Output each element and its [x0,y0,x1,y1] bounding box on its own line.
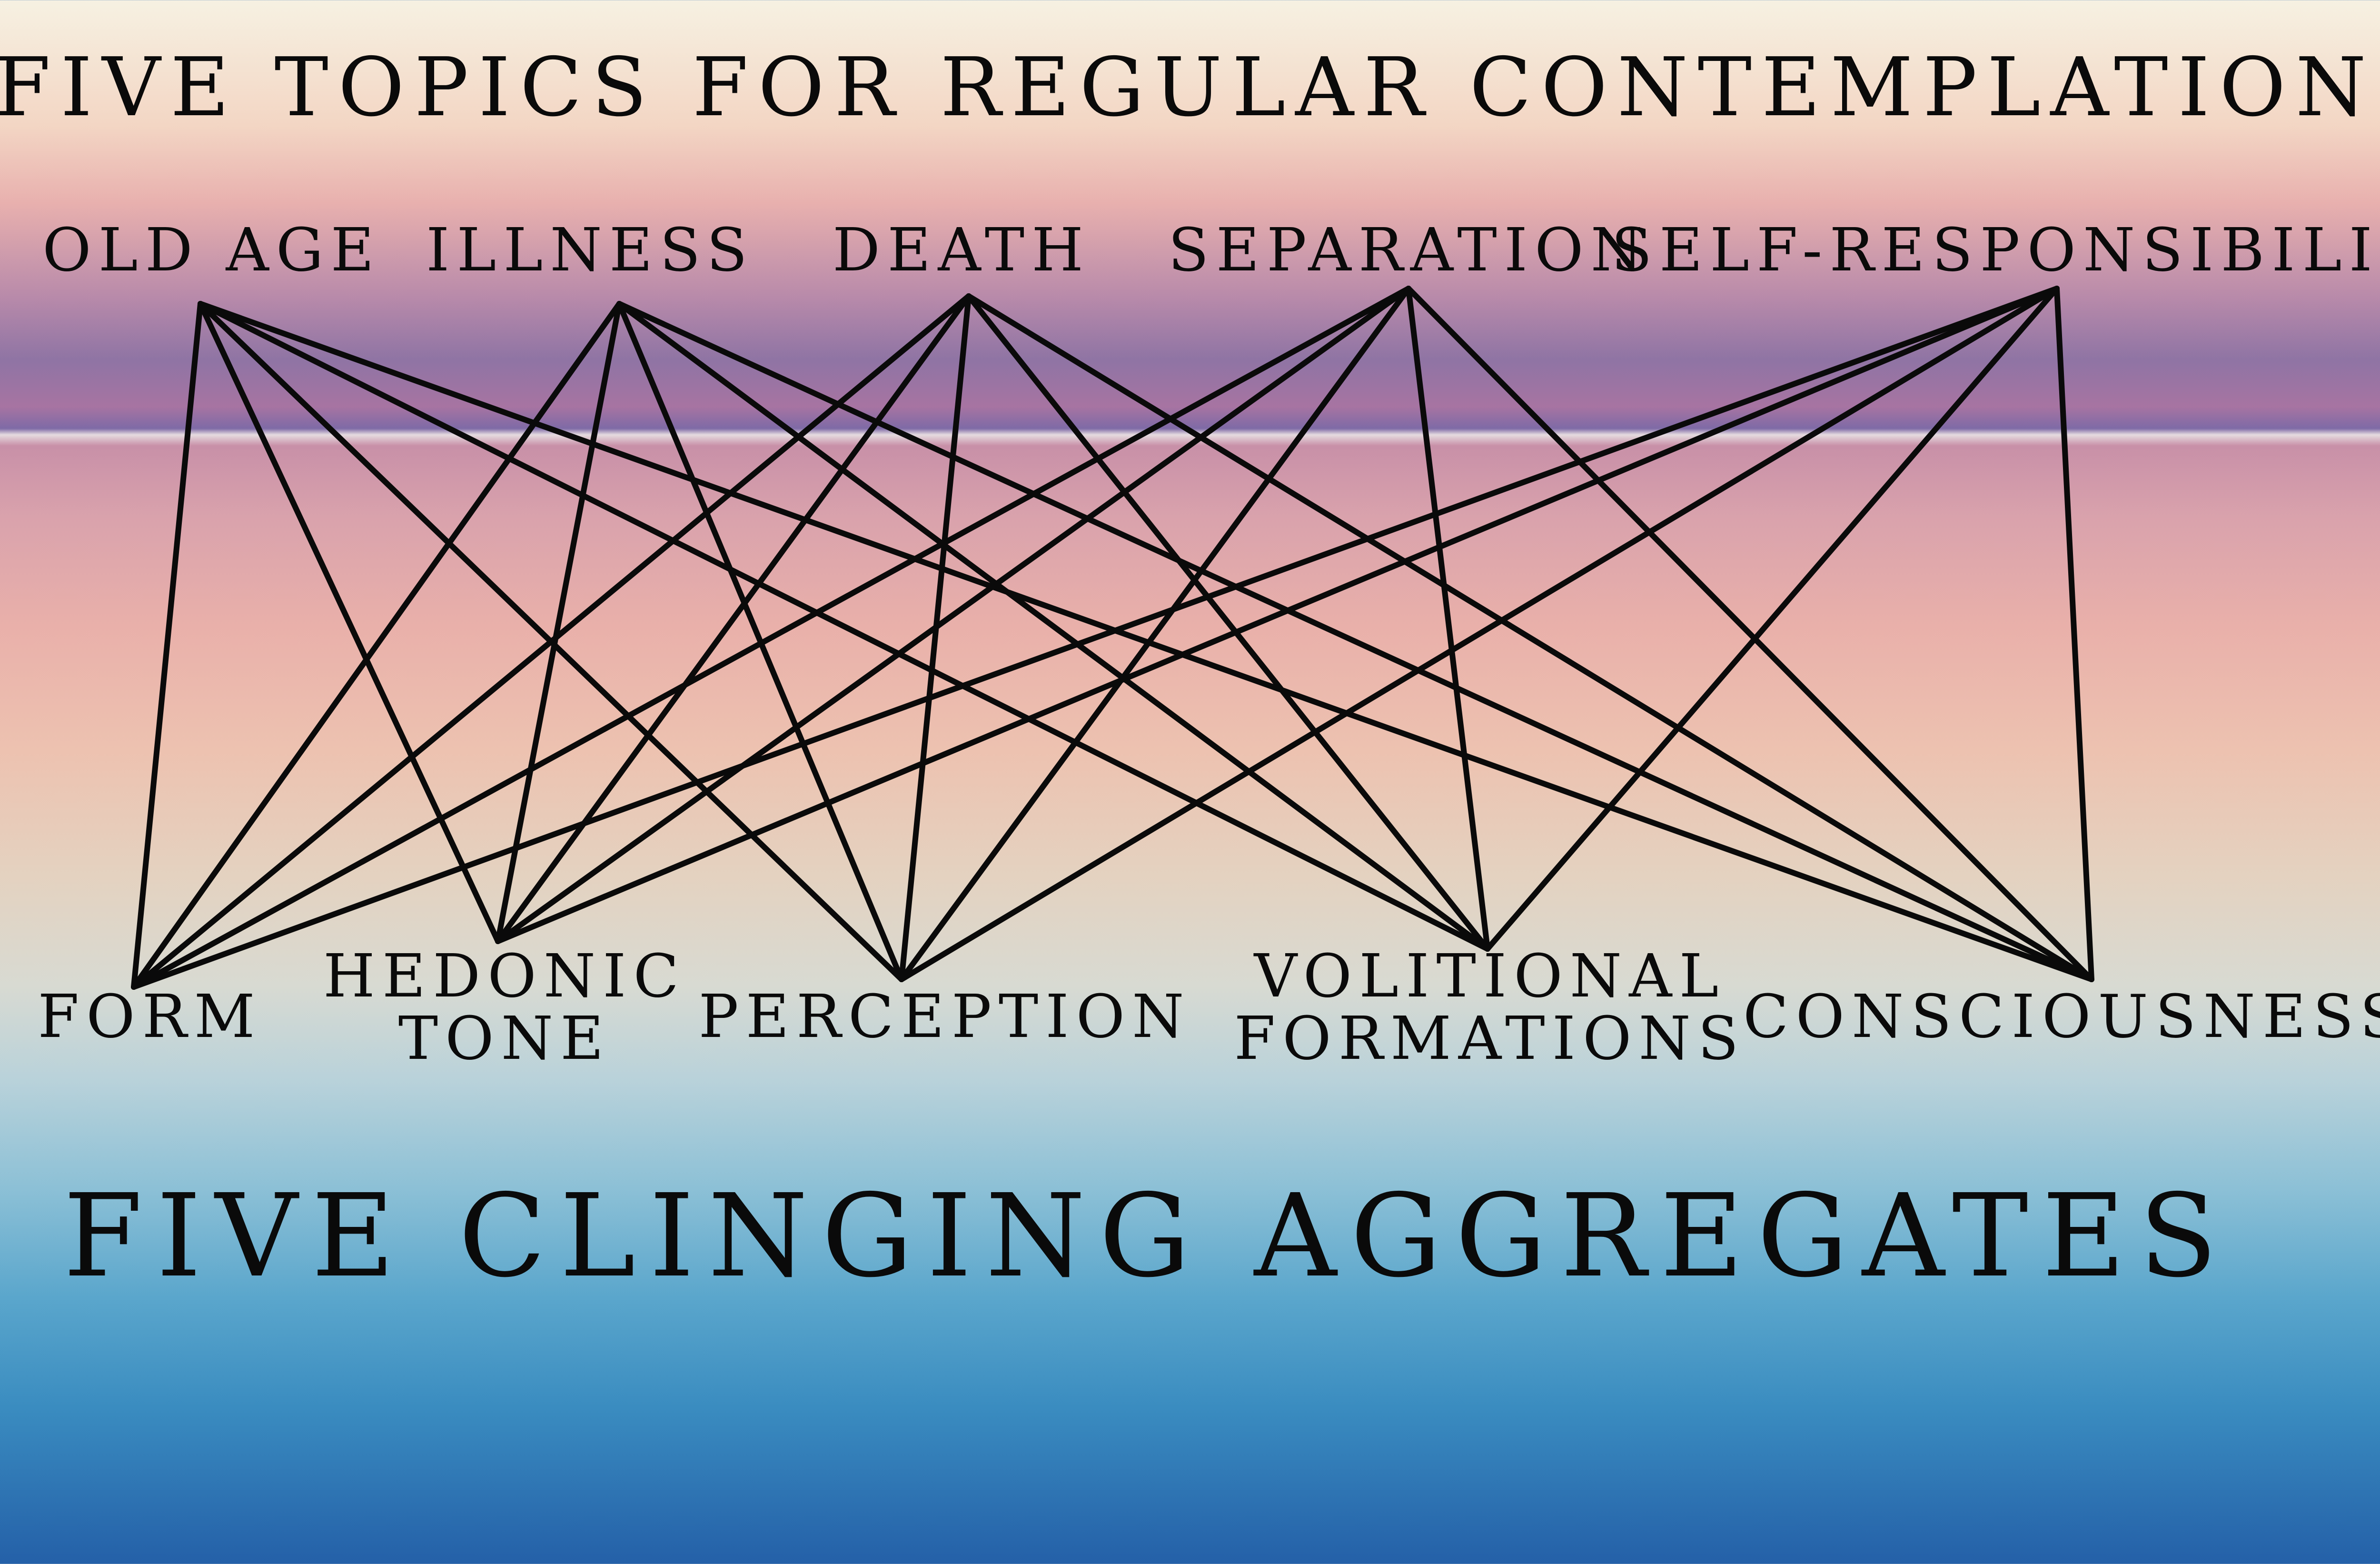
edge-topic0-aggregate0 [131,301,203,990]
topic-death: Death [832,216,1091,285]
edge-topic2-aggregate3 [966,293,1490,952]
edge-topic4-aggregate2 [899,286,2060,982]
edge-topic2-aggregate2 [899,293,972,982]
aggregate-volitional-line2: Formations [1234,1004,1746,1074]
aggregate-volitional-line1: Volitional [1254,942,1726,1011]
edge-topic3-aggregate1 [495,286,1411,944]
aggregate-perception: Perception [698,982,1191,1051]
edge-topic1-aggregate3 [616,301,1490,952]
diagram-footer-title: Five Clinging Aggregates [63,1169,2231,1303]
edge-topic4-aggregate0 [131,286,2060,990]
edge-topic3-aggregate3 [1406,286,1490,952]
topic-separation: Separation [1168,216,1650,285]
diagram-title: Five Topics for Regular Contemplation [0,40,2376,135]
edge-topic4-aggregate4 [2054,286,2094,982]
edge-topic4-aggregate3 [1485,286,2060,952]
edge-topic0-aggregate1 [198,301,501,944]
edge-topic4-aggregate1 [495,286,2060,944]
edge-topic0-aggregate3 [198,301,1490,952]
aggregate-hedonic-tone: Hedonic Tone [323,945,686,1070]
edge-topic3-aggregate0 [131,286,1411,990]
edge-topic2-aggregate0 [131,293,972,990]
topic-old-age: Old Age [42,216,381,285]
aggregate-hedonic-tone-line2: Tone [398,1004,611,1074]
edge-topic3-aggregate2 [899,286,1411,982]
edge-topic2-aggregate4 [966,293,2094,982]
aggregate-volitional-formations: Volitional Formations [1234,945,1746,1070]
edge-topic1-aggregate0 [131,301,622,990]
edge-topic3-aggregate4 [1406,286,2094,982]
edge-topic1-aggregate1 [495,301,622,944]
edge-topic2-aggregate1 [495,293,972,944]
aggregate-hedonic-tone-line1: Hedonic [323,942,686,1011]
topic-self-responsibility: Self-Responsibility [1611,216,2380,285]
edge-topic1-aggregate4 [616,301,2094,982]
topic-illness: Illness [426,216,755,285]
aggregate-consciousness: Consciousness [1743,982,2380,1051]
aggregate-form: Form [38,982,262,1051]
